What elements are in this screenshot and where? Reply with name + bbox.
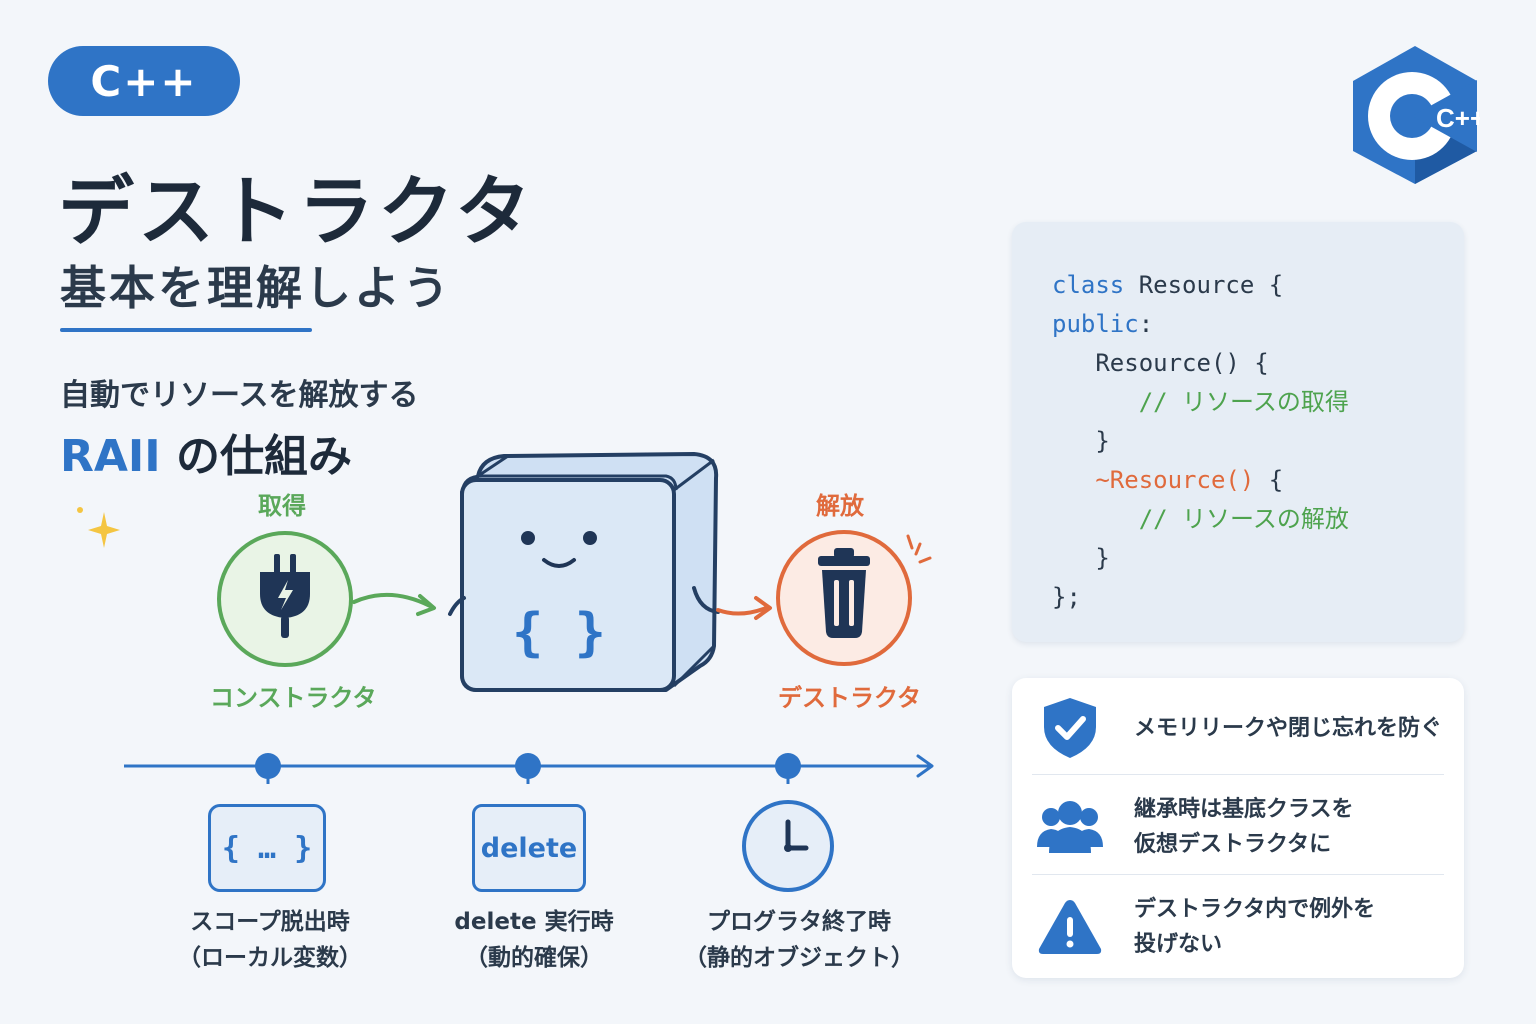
tip-2-line1: 継承時は基底クラスを [1134,797,1354,822]
code-line-8: } [1052,544,1110,572]
delete-file-text: delete [480,832,578,864]
code-destructor: ~Resource() [1052,466,1255,494]
clock-icon [742,800,834,892]
warning-icon [1032,889,1108,965]
tips-card: メモリリークや閉じ忘れを防ぐ 継承時は基底クラスを 仮想デストラクタに [1012,678,1464,978]
code-line-9: }; [1052,583,1081,611]
code-comment-release: // リソースの解放 [1052,505,1349,533]
code-text: : [1138,310,1154,338]
destructor-circle [776,530,932,666]
code-text: Resource { [1124,271,1284,299]
constructor-label: コンストラクタ [210,684,377,712]
plug-icon [260,554,310,638]
timeline-label-3-line1: プログラタ終了時 [707,909,891,935]
tip-2-line2: 仮想デストラクタに [1134,832,1332,857]
cpp-logo-icon: C++ [1353,46,1480,184]
timeline-dot-3 [775,753,801,779]
timeline-label-2-line1: delete 実行時 [454,909,614,935]
tip-text-2: 継承時は基底クラスを 仮想デストラクタに [1134,792,1354,862]
release-label: 解放 [816,492,864,520]
destructor-label: デストラクタ [778,684,922,712]
code-line-1: class Resource { [1052,266,1464,305]
timeline-label-3: プログラタ終了時 （静的オブジェクト） [684,904,914,976]
raii-word: RAII [60,431,161,482]
timeline-dot-2 [515,753,541,779]
code-keyword: class [1052,271,1125,299]
release-arrow [716,596,772,620]
constructor-circle [217,531,353,667]
code-card: class Resource { public: Resource() { //… [1012,222,1464,642]
tip-3-line1: デストラクタ内で例外を [1134,897,1376,922]
tip-text-1: メモリリークや閉じ忘れを防ぐ [1134,711,1442,746]
object-cube: { } [448,452,720,692]
tip-item-3: デストラクタ内で例外を 投げない [1032,884,1444,970]
tip-divider [1032,874,1444,875]
timeline-label-2: delete 実行時 （動的確保） [434,904,634,976]
tip-item-2: 継承時は基底クラスを 仮想デストラクタに [1032,784,1444,870]
tip-1-line1: メモリリークや閉じ忘れを防ぐ [1134,715,1443,741]
scope-block-text: { … } [221,830,313,866]
timeline-label-1-line2: （ローカル変数） [178,945,362,971]
raii-rest: の仕組み [176,431,353,482]
sparkle-icon [77,507,120,548]
tip-3-line2: 投げない [1134,932,1223,957]
language-badge: C++ [48,46,240,116]
tip-divider [1032,774,1444,775]
cpp-logo-text: C++ [1436,103,1480,133]
timeline-label-2-line2: （動的確保） [465,945,603,971]
code-comment-acquire: // リソースの取得 [1052,388,1349,416]
code-line-2: public: [1052,305,1464,344]
code-keyword: public [1052,310,1139,338]
timeline-label-1: スコープ脱出時 （ローカル変数） [170,904,370,976]
timeline-label-3-line2: （静的オブジェクト） [684,945,914,971]
code-text: { [1254,466,1284,494]
cube-symbol: { } [512,603,606,663]
shield-check-icon [1032,690,1108,766]
raii-heading: RAII の仕組み [60,420,352,484]
tip-item-1: メモリリークや閉じ忘れを防ぐ [1032,690,1444,766]
code-line-6: ~Resource() { [1052,461,1464,500]
page-subtitle: 基本を理解しよう [60,261,452,315]
title-underline [60,328,312,332]
acquire-label: 取得 [258,492,306,520]
tip-text-3: デストラクタ内で例外を 投げない [1134,892,1375,962]
intro-lead: 自動でリソースを解放する [60,378,419,413]
timeline-dot-1 [255,753,281,779]
timeline-label-1-line1: スコープ脱出時 [190,909,350,935]
trash-icon [818,548,870,638]
acquire-arrow [352,592,436,616]
language-badge-label: C++ [90,56,198,106]
users-icon [1032,789,1108,865]
delete-file-icon: delete [472,804,586,892]
page-title: デストラクタ [58,167,535,256]
scope-block-icon: { … } [208,804,326,892]
code-line-3: Resource() { [1052,349,1269,377]
timeline-axis [124,753,934,784]
code-line-5: } [1052,427,1110,455]
